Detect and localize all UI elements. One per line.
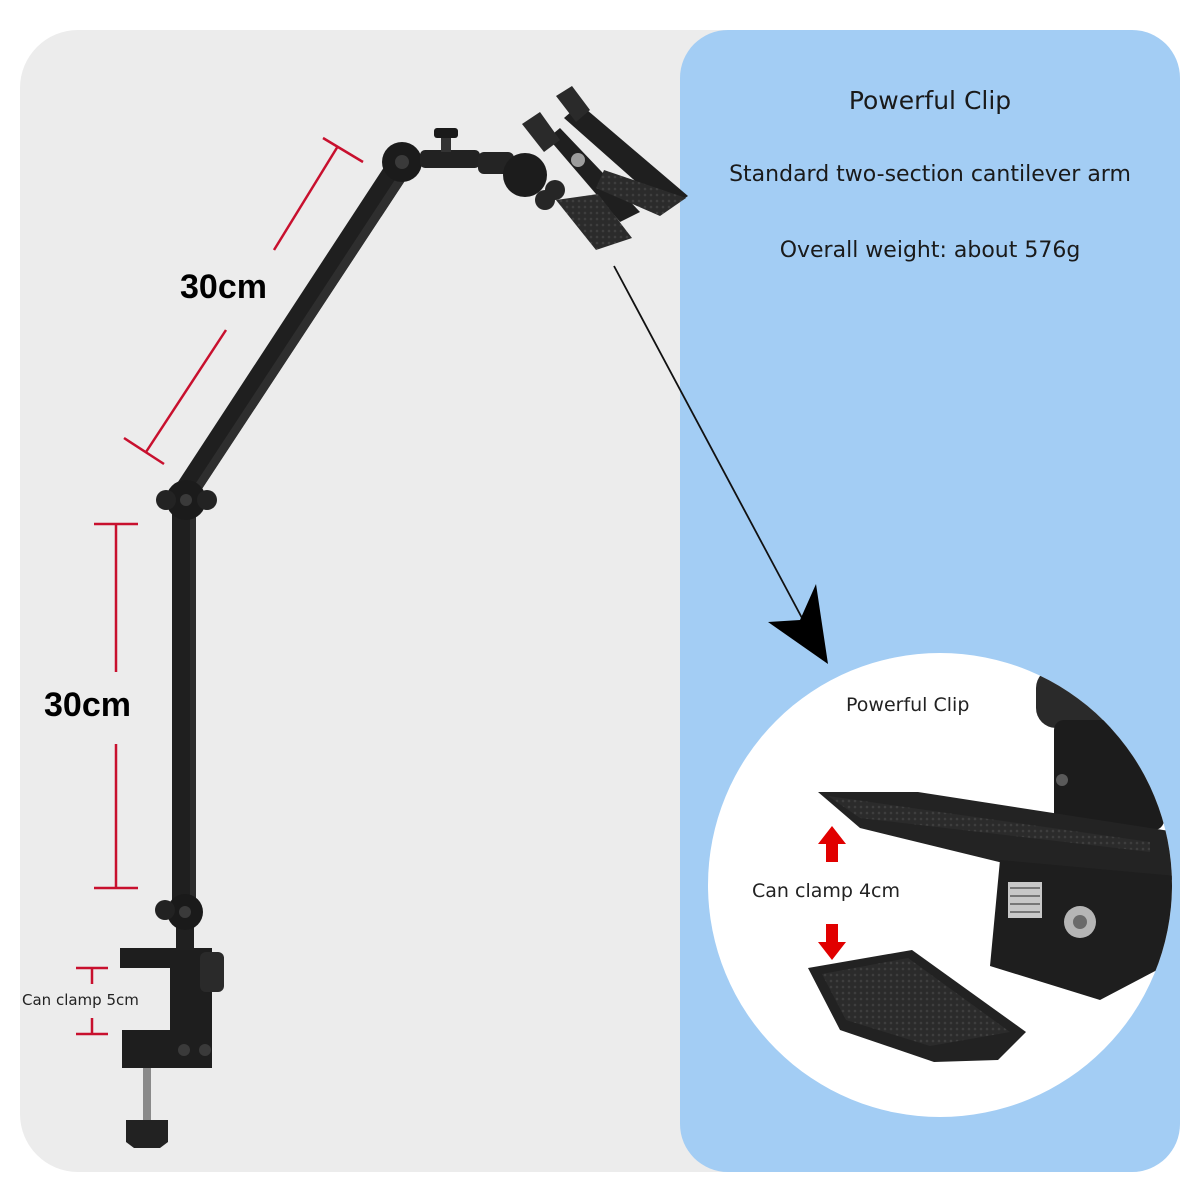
arrow-up-icon	[818, 826, 846, 862]
detail-clamp-capacity: Can clamp 4cm	[752, 880, 901, 902]
upper-dimension-marker	[123, 136, 364, 466]
info-title: Powerful Clip	[848, 86, 1012, 115]
pointer-arrow-icon	[613, 265, 828, 664]
desk-clamp	[120, 948, 224, 1148]
spec-weight: Overall weight: about 576g	[779, 238, 1081, 263]
clamp-screw-knob-icon[interactable]	[126, 1120, 168, 1148]
spec-arm-type: Standard two-section cantilever arm	[729, 162, 1131, 187]
base-dimension-marker	[76, 966, 108, 1036]
top-joint-knob-icon[interactable]	[382, 128, 480, 182]
upper-arm-length: 30cm	[180, 268, 267, 306]
detail-title: Powerful Clip	[846, 694, 970, 716]
lower-joint-knob-icon[interactable]	[155, 894, 203, 930]
lower-dimension-marker	[94, 522, 138, 890]
upper-arm	[156, 128, 480, 520]
ball-head-clip	[478, 86, 688, 250]
arrow-down-icon	[818, 924, 846, 960]
lower-arm	[155, 508, 203, 950]
middle-joint-knob-icon[interactable]	[156, 480, 217, 520]
base-clamp-capacity: Can clamp 5cm	[22, 991, 139, 1009]
lower-arm-length: 30cm	[44, 686, 131, 724]
